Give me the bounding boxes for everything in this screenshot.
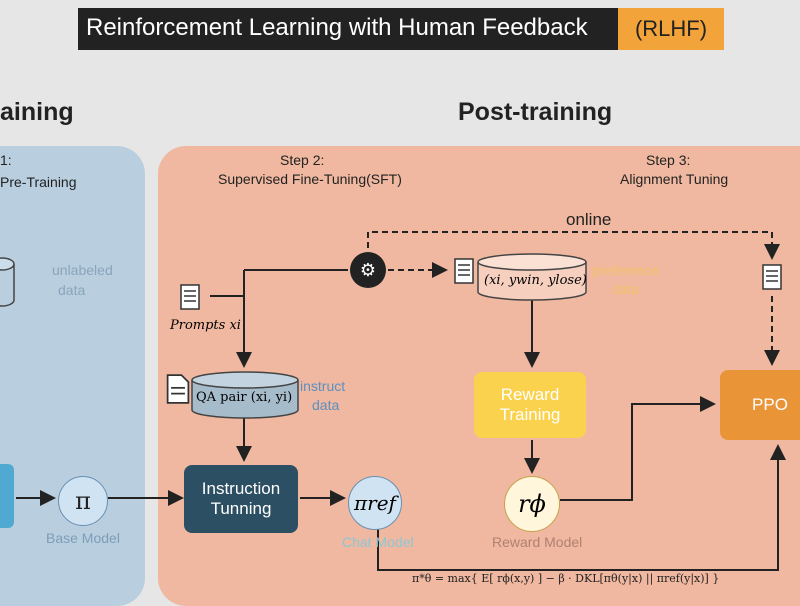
reward-training-label: Reward — [500, 385, 560, 404]
base-model-label: Base Model — [46, 530, 120, 546]
step3-title: Alignment Tuning — [620, 171, 729, 187]
reward-model-label: Reward Model — [492, 534, 583, 550]
alignment-doc-icon — [762, 264, 782, 290]
title-tag: (RLHF) — [618, 8, 724, 50]
qa-doc-icon — [166, 374, 190, 404]
preference-doc-icon — [454, 258, 474, 284]
step1-label: 1: — [0, 152, 12, 168]
reward-model-node: rϕ — [504, 476, 560, 532]
pretrain-box-edge — [0, 464, 14, 528]
reward-training-label-2: Training — [499, 405, 561, 424]
unlabeled-label-2: data — [58, 282, 86, 298]
instruct-data-label: instruct — [300, 378, 346, 394]
step2-label: Step 2: — [280, 152, 325, 168]
posttraining-heading: Post-training — [458, 98, 613, 126]
preference-data-label-2: data — [612, 281, 640, 297]
pretraining-heading: aining — [0, 98, 74, 126]
online-label: online — [566, 210, 612, 229]
preference-data-cylinder — [477, 253, 587, 301]
instruction-tuning-label-2: Tunning — [210, 499, 272, 518]
instruct-data-label-2: data — [312, 397, 340, 413]
reward-training-box: Reward Training — [474, 372, 586, 438]
prompts-label: Prompts xi — [170, 318, 241, 333]
ppo-box: PPO — [720, 370, 800, 440]
step1-title: Pre-Training — [0, 174, 77, 190]
unlabeled-label: unlabeled — [52, 262, 113, 278]
chat-model-label: Chat Model — [342, 534, 414, 550]
instruction-tuning-box: Instruction Tunning — [184, 465, 298, 533]
base-model-node: π — [58, 476, 108, 526]
page-title: Reinforcement Learning with Human Feedba… — [86, 14, 588, 41]
chat-model-node: πref — [348, 476, 402, 530]
instruction-tuning-label: Instruction — [201, 479, 281, 498]
pretraining-panel — [0, 146, 145, 606]
human-annotator-icon: ⚙ — [350, 252, 386, 288]
title-bar — [78, 8, 618, 50]
ppo-objective-formula: π*θ = max{ E[ rϕ(x,y) ] − β · DKL[πθ(y|x… — [412, 572, 720, 585]
step2-title: Supervised Fine-Tuning(SFT) — [218, 171, 402, 187]
qa-pair-label: QA pair (xi, yi) — [196, 390, 293, 405]
step3-label: Step 3: — [646, 152, 691, 168]
unlabeled-data-cylinder — [0, 257, 15, 307]
preference-tuple-label: (xi, ywin, ylose) — [484, 273, 587, 288]
qa-pair-cylinder — [191, 371, 299, 419]
prompts-doc-icon — [180, 284, 200, 310]
preference-data-label: preference — [592, 262, 659, 278]
